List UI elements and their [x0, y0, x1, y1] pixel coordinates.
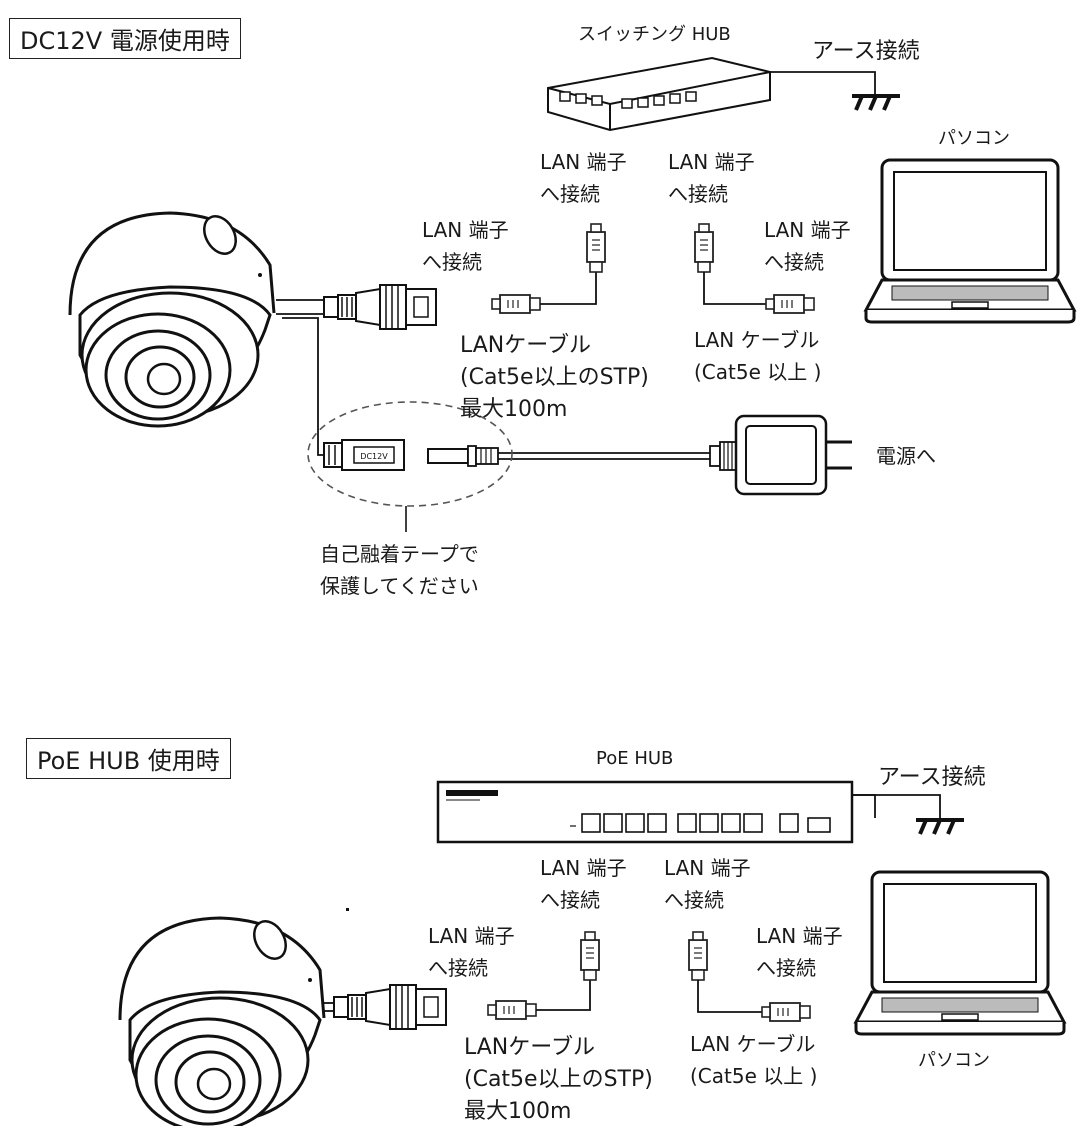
lan-terminal-hub-right-label: LAN 端子へ接続 [664, 856, 751, 912]
switching-hub-label: スイッチング HUB [578, 24, 731, 45]
poe-hub-label: PoE HUB [596, 748, 674, 769]
dc-marking: DC12V [360, 452, 388, 461]
laptop-icon [864, 158, 1076, 324]
lan-terminal-hub-left-label: LAN 端子へ接続 [540, 150, 627, 206]
self-fusing-tape-note: 自己融着テープで保護してください [320, 542, 479, 598]
power-outlet-label: 電源へ [876, 444, 936, 468]
earth-connection-label: アース接続 [878, 765, 986, 790]
lan-plug-pc [765, 294, 815, 314]
laptop-icon [854, 870, 1066, 1036]
dc-plug [427, 445, 710, 467]
lan-plug-hub-right [694, 223, 714, 273]
pc-label: パソコン [938, 128, 1010, 149]
section1-title: DC12V 電源使用時 [9, 18, 241, 59]
lan-cable-left-label: LANケーブル(Cat5e以上のSTP)最大100m [464, 1035, 653, 1124]
tape-area-marker [307, 401, 513, 507]
earth-icon [914, 818, 966, 836]
lan-plug-pc [761, 1002, 811, 1022]
lan-terminal-hub-right-label: LAN 端子へ接続 [668, 150, 755, 206]
camera-lan-connector [333, 984, 447, 1030]
section2-title: PoE HUB 使用時 [26, 738, 231, 779]
lan-cable-right-label: LAN ケーブル(Cat5e 以上 ) [694, 328, 822, 384]
camera-lan-connector [323, 284, 437, 330]
lan-plug-hub-left [586, 223, 606, 273]
lan-plug-hub-left [580, 931, 600, 981]
lan-plug-left [491, 294, 541, 314]
lan-plug-hub-right [688, 931, 708, 981]
lan-plug-left [487, 1000, 537, 1020]
earth-connection-label: アース接続 [812, 39, 920, 64]
lan-terminal-pc-label: LAN 端子へ接続 [764, 218, 851, 274]
poe-hub [436, 780, 854, 844]
dome-camera-icon [68, 209, 276, 428]
pc-label: パソコン [918, 1050, 990, 1071]
lan-cable-right-label: LAN ケーブル(Cat5e 以上 ) [690, 1032, 818, 1088]
earth-icon [850, 94, 902, 112]
dc-jack-connector: DC12V [323, 439, 405, 471]
switching-hub [547, 56, 771, 132]
lan-cable-left-label: LANケーブル(Cat5e以上のSTP)最大100m [460, 333, 649, 422]
lan-terminal-camera-label: LAN 端子へ接続 [422, 218, 509, 274]
lan-terminal-hub-left-label: LAN 端子へ接続 [540, 856, 627, 912]
lan-terminal-pc-label: LAN 端子へ接続 [756, 924, 843, 980]
lan-terminal-camera-label: LAN 端子へ接続 [428, 924, 515, 980]
power-adapter-icon [709, 414, 852, 496]
dome-camera-icon [118, 914, 326, 1126]
